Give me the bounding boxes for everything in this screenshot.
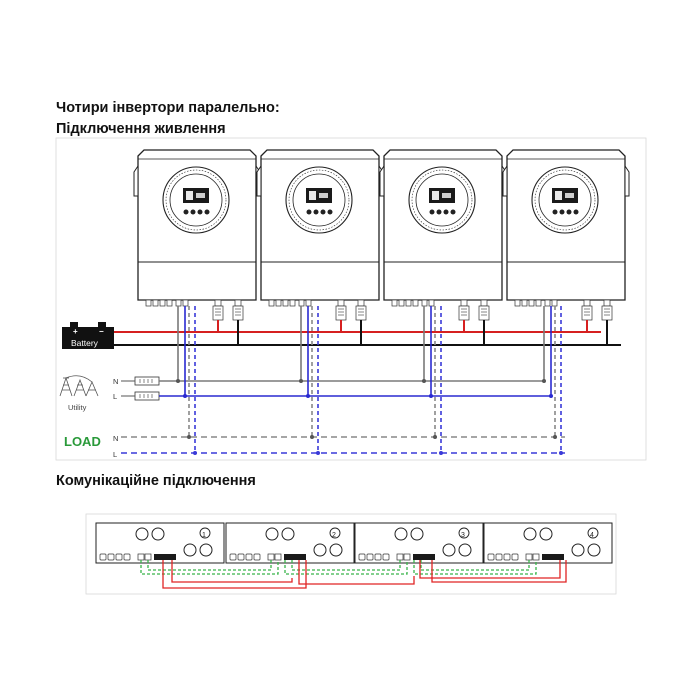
power-connection-subtitle: Підключення живлення <box>56 121 226 137</box>
load-l-label: L <box>113 450 117 459</box>
load-label: LOAD <box>64 434 101 449</box>
communication-connection-title: Комунікаційне підключення <box>56 473 256 489</box>
battery-negative-bus <box>114 320 621 346</box>
utility-breaker-l <box>134 391 160 401</box>
comm-unit-2 <box>225 522 355 564</box>
inverter-unit-1 <box>133 149 261 321</box>
utility-tower-icon <box>59 375 99 397</box>
comm-unit-3 <box>354 522 484 564</box>
comm-green-cables <box>140 560 537 575</box>
utility-n-label: N <box>113 377 118 386</box>
load-n-label: N <box>113 434 118 443</box>
comm-unit-1-number: 1 <box>202 532 206 539</box>
comm-unit-4 <box>483 522 613 564</box>
utility-breaker-n <box>134 376 160 386</box>
battery-minus-label: − <box>99 327 104 336</box>
comm-red-cables <box>162 560 567 589</box>
load-drops <box>188 306 562 453</box>
diagram-title: Чотири інвертори паралельно: <box>56 100 280 116</box>
inverter-unit-2 <box>256 149 384 321</box>
comm-unit-1 <box>95 522 225 564</box>
utility-junction-dots <box>176 379 553 398</box>
comm-unit-4-number: 4 <box>590 532 594 539</box>
utility-drops <box>177 306 552 396</box>
comm-diagram-frame <box>85 513 617 595</box>
inverter-unit-4 <box>502 149 630 321</box>
utility-l-label: L <box>113 392 117 401</box>
comm-unit-2-number: 2 <box>332 532 336 539</box>
battery-label: Battery <box>71 338 99 348</box>
utility-label: Utility <box>68 403 87 412</box>
comm-unit-3-number: 3 <box>461 532 465 539</box>
battery-plus-label: + <box>73 327 78 336</box>
load-junction-dots <box>187 435 563 455</box>
inverter-unit-3 <box>379 149 507 321</box>
battery-symbol: + − Battery <box>62 322 114 349</box>
power-diagram-frame <box>55 137 647 461</box>
battery-positive-bus <box>114 320 601 333</box>
